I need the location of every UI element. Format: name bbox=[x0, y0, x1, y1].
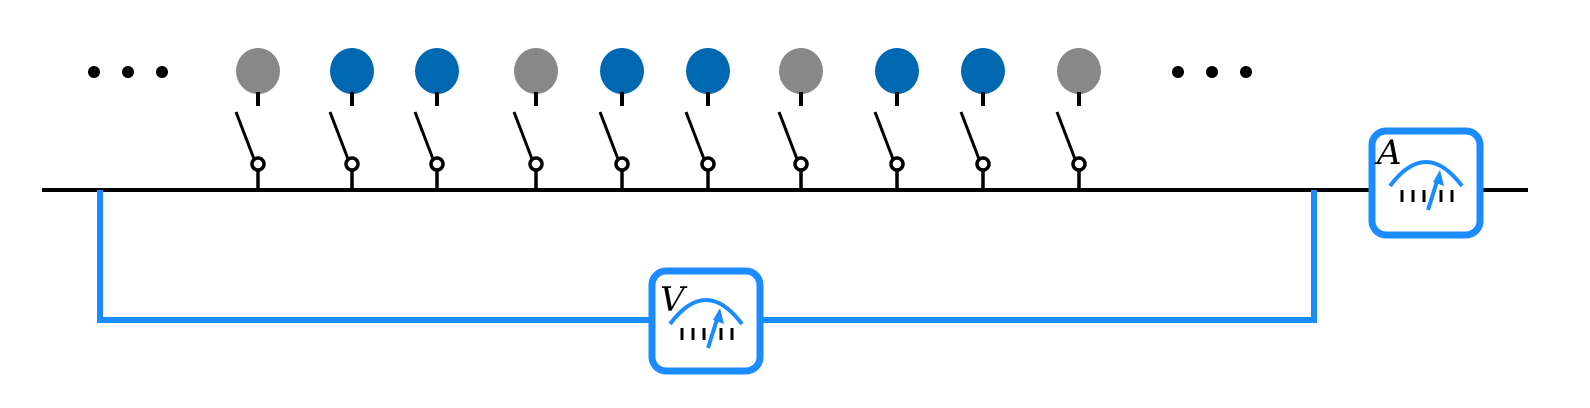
switch-blade bbox=[777, 111, 799, 160]
switch-blade bbox=[512, 111, 534, 160]
node-circle bbox=[236, 48, 280, 94]
switch-contact bbox=[975, 156, 991, 172]
switch-contact bbox=[889, 156, 905, 172]
node-circle bbox=[600, 48, 644, 94]
node-circle bbox=[961, 48, 1005, 94]
switch-contact bbox=[250, 156, 266, 172]
switch-contact bbox=[700, 156, 716, 172]
left-ellipsis-icon bbox=[88, 66, 168, 78]
switch-blade bbox=[598, 111, 620, 160]
right-ellipsis-icon bbox=[1172, 66, 1252, 78]
node-circle bbox=[415, 48, 459, 94]
node-circle bbox=[779, 48, 823, 94]
ammeter-box bbox=[1368, 127, 1484, 239]
node-switch-1 bbox=[234, 48, 280, 190]
node-switch-2 bbox=[328, 48, 374, 190]
node-switch-7 bbox=[777, 48, 823, 190]
switch-blade bbox=[1055, 111, 1077, 160]
node-circle bbox=[686, 48, 730, 94]
voltmeter-box bbox=[648, 267, 764, 375]
ammeter-icon bbox=[1388, 160, 1464, 211]
node-switch-6 bbox=[684, 48, 730, 190]
node-switch-9 bbox=[959, 48, 1005, 190]
switch-contact bbox=[614, 156, 630, 172]
node-switch-10 bbox=[1055, 48, 1101, 190]
voltmeter-loop-wire-right bbox=[760, 190, 1317, 323]
switch-contact bbox=[528, 156, 544, 172]
node-switch-4 bbox=[512, 48, 558, 190]
switch-contact bbox=[1071, 156, 1087, 172]
voltmeter: V bbox=[648, 267, 764, 375]
node-switch-5 bbox=[598, 48, 644, 190]
switch-contact bbox=[429, 156, 445, 172]
ammeter: A bbox=[1368, 127, 1484, 239]
node-circle bbox=[1057, 48, 1101, 94]
switch-blade bbox=[413, 111, 435, 160]
switch-contact bbox=[344, 156, 360, 172]
voltmeter-label: V bbox=[660, 280, 688, 320]
node-switch-8 bbox=[873, 48, 919, 190]
switch-blade bbox=[234, 111, 256, 160]
voltmeter-icon bbox=[668, 298, 744, 349]
ammeter-label: A bbox=[1374, 133, 1402, 173]
switch-blade bbox=[328, 111, 350, 160]
voltmeter-loop-wire bbox=[97, 190, 652, 323]
node-switch-3 bbox=[413, 48, 459, 190]
switch-blade bbox=[873, 111, 895, 160]
node-circle bbox=[514, 48, 558, 94]
switch-blade bbox=[684, 111, 706, 160]
node-switch-row bbox=[234, 48, 1101, 190]
switch-blade bbox=[959, 111, 981, 160]
node-circle bbox=[330, 48, 374, 94]
node-circle bbox=[875, 48, 919, 94]
switch-contact bbox=[793, 156, 809, 172]
